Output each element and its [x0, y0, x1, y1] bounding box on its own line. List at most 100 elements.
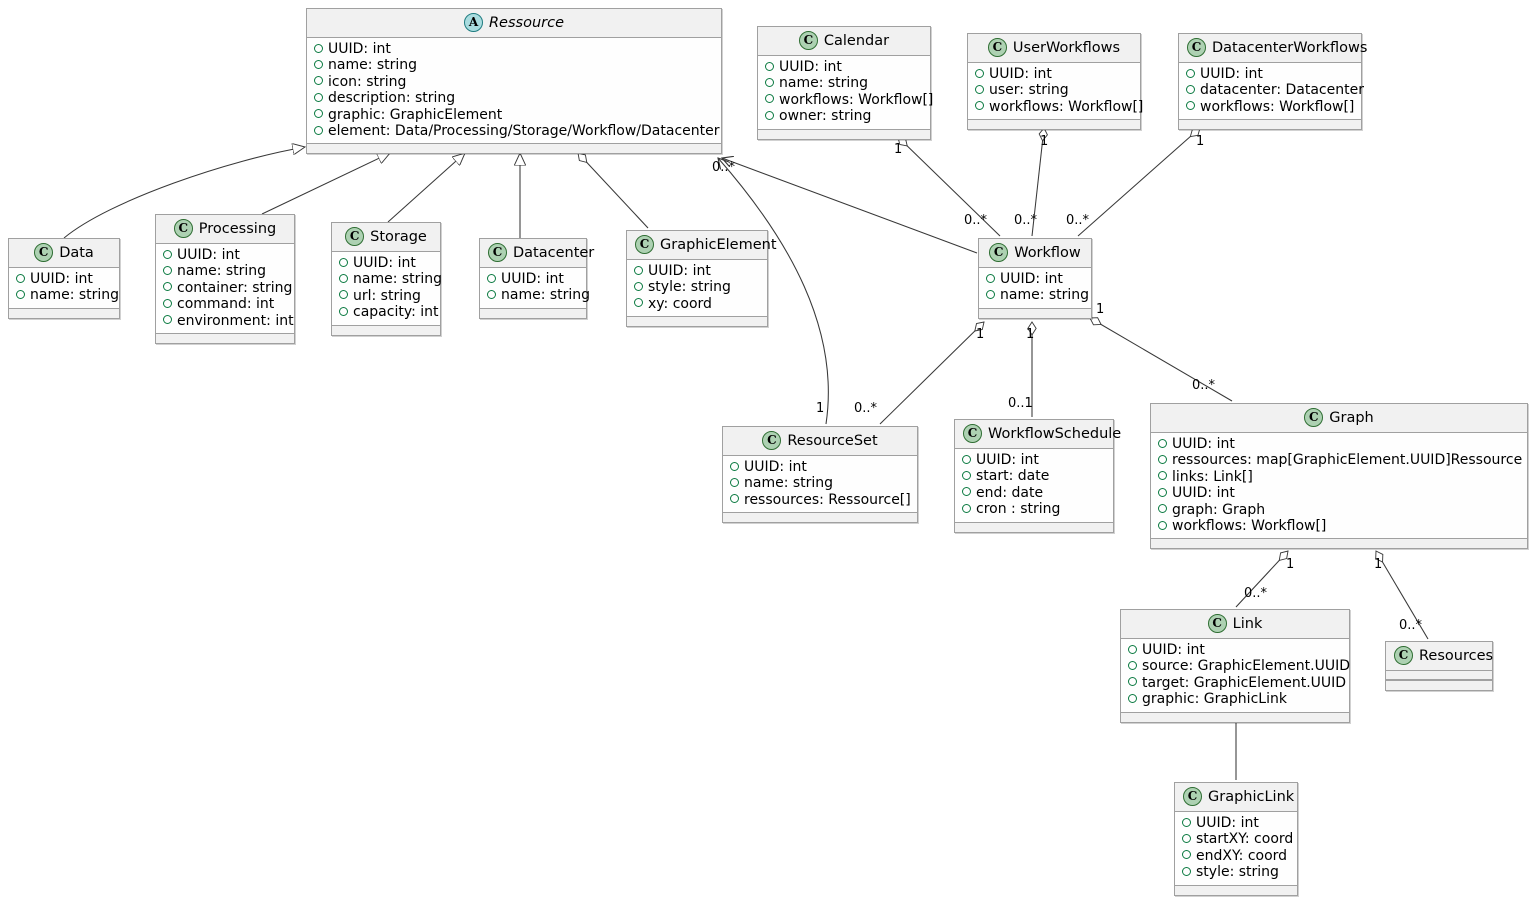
- attribute-text: UUID: int: [1000, 271, 1063, 287]
- attribute-text: name: string: [779, 75, 869, 92]
- class-methods-resources: [1386, 680, 1492, 690]
- attribute-text: UUID: int: [648, 263, 711, 279]
- attribute-row: name: string: [487, 287, 590, 303]
- attribute-row: ressources: Ressource[]: [730, 491, 911, 508]
- visibility-package-icon: [1128, 693, 1137, 703]
- attribute-row: UUID: int: [986, 271, 1084, 287]
- edge-workflow-to-resourceset: [879, 321, 985, 425]
- visibility-package-icon: [314, 109, 323, 119]
- visibility-package-icon: [487, 289, 496, 299]
- multiplicity-label: 1: [1286, 557, 1295, 572]
- visibility-package-icon: [765, 61, 774, 71]
- attribute-text: workflows: Workflow[]: [779, 91, 934, 108]
- visibility-package-icon: [962, 503, 971, 513]
- attribute-row: UUID: int: [16, 271, 112, 287]
- class-icon: C: [488, 243, 507, 262]
- multiplicity-label: 1: [1196, 134, 1205, 149]
- visibility-package-icon: [730, 477, 739, 487]
- class-methods-workflowschedule: [955, 521, 1113, 532]
- class-icon: C: [762, 431, 782, 450]
- class-name-calendar: Calendar: [823, 32, 890, 49]
- attribute-text: ressources: Ressource[]: [744, 491, 911, 508]
- visibility-package-icon: [339, 306, 348, 316]
- class-icon: C: [1207, 614, 1227, 633]
- attribute-row: owner: string: [765, 108, 923, 124]
- visibility-package-icon: [962, 487, 971, 497]
- attribute-row: description: string: [314, 90, 714, 106]
- visibility-package-icon: [975, 101, 984, 111]
- class-methods-graphicelement: [627, 316, 767, 327]
- visibility-package-icon: [1158, 454, 1167, 464]
- attribute-row: cron : string: [962, 501, 1106, 517]
- attribute-text: owner: string: [779, 108, 872, 125]
- attribute-row: links: Link[]: [1158, 469, 1520, 485]
- class-icon: C: [345, 227, 365, 246]
- multiplicity-label: 0..*: [1399, 618, 1423, 633]
- class-name-workflowschedule: WorkflowSchedule: [988, 425, 1122, 442]
- visibility-package-icon: [765, 110, 774, 120]
- visibility-package-icon: [1158, 487, 1167, 497]
- visibility-package-icon: [16, 273, 25, 283]
- visibility-package-icon: [975, 84, 984, 94]
- class-name-processing: Processing: [198, 220, 277, 237]
- attribute-row: environment: int: [163, 313, 294, 329]
- attribute-text: startXY: coord: [1196, 831, 1294, 848]
- attribute-row: end: date: [962, 485, 1106, 501]
- attribute-text: target: GraphicElement.UUID: [1142, 674, 1347, 691]
- attribute-text: endXY: coord: [1196, 847, 1288, 864]
- attribute-text: name: string: [30, 287, 120, 304]
- class-attributes-resources: [1386, 671, 1492, 680]
- visibility-package-icon: [765, 77, 774, 87]
- visibility-package-icon: [1158, 438, 1167, 448]
- class-icon: C: [635, 235, 654, 254]
- multiplicity-label: 1: [1026, 327, 1035, 342]
- attribute-row: command: int: [163, 296, 287, 312]
- attribute-row: UUID: int: [314, 41, 714, 57]
- multiplicity-label: 0..*: [1192, 378, 1216, 393]
- class-name-resources: Resources: [1419, 647, 1494, 664]
- attribute-text: environment: int: [177, 312, 294, 329]
- attribute-text: name: string: [501, 287, 591, 304]
- class-methods-data: [9, 307, 119, 318]
- attribute-row: graphic: GraphicLink: [1128, 691, 1342, 707]
- class-methods-graph: [1151, 538, 1527, 549]
- attribute-text: UUID: int: [328, 41, 391, 57]
- class-name-graph: Graph: [1329, 409, 1374, 426]
- attribute-text: source: GraphicElement.UUID: [1142, 658, 1351, 675]
- visibility-package-icon: [339, 257, 348, 267]
- visibility-package-icon: [765, 94, 774, 104]
- attribute-text: UUID: int: [779, 59, 842, 75]
- class-icon: C: [34, 243, 54, 262]
- attribute-row: workflows: Workflow[]: [975, 99, 1143, 115]
- attribute-text: command: int: [177, 296, 275, 313]
- attribute-text: cron : string: [976, 501, 1061, 518]
- edge-ressource-to-graphicelement: [577, 152, 649, 229]
- class-methods-graphiclink: [1175, 884, 1297, 895]
